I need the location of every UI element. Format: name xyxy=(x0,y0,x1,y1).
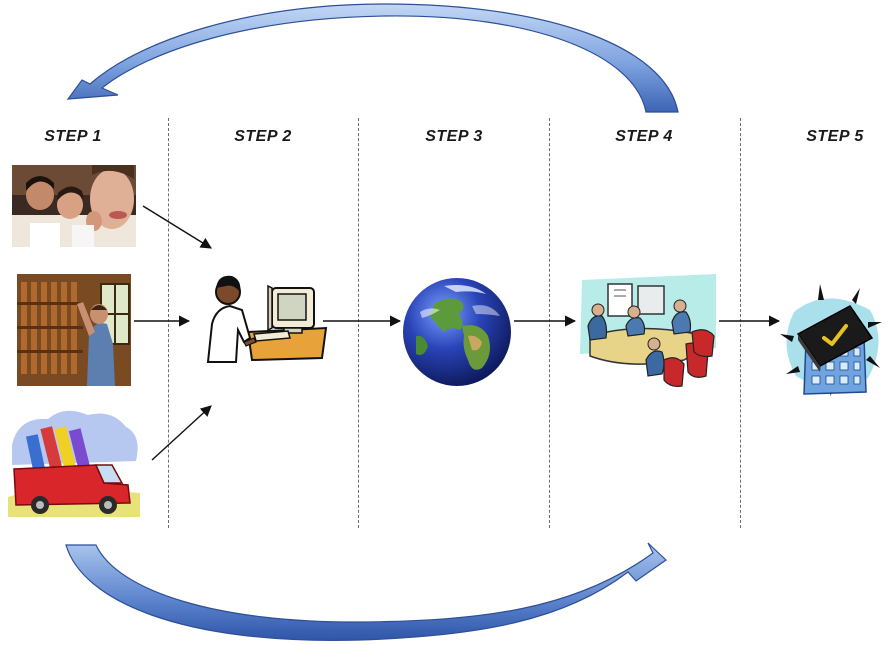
step-1-label: STEP 1 xyxy=(44,128,102,145)
column-divider xyxy=(168,118,169,528)
approved-book-building-icon xyxy=(780,284,882,396)
top-feedback-arrow xyxy=(66,3,679,113)
arrow-step1a-to-step2 xyxy=(142,205,212,249)
step-3-label: STEP 3 xyxy=(425,128,483,145)
step-2-label: STEP 2 xyxy=(234,128,292,145)
column-divider xyxy=(549,118,550,528)
meeting-room-icon xyxy=(580,274,716,387)
column-divider xyxy=(358,118,359,528)
bottom-forward-arrow xyxy=(65,542,667,641)
library-shelves-icon xyxy=(17,274,131,386)
step-5-label: STEP 5 xyxy=(806,128,864,145)
arrow-step1c-to-step2 xyxy=(151,405,212,461)
person-at-computer-icon xyxy=(206,275,328,363)
step-4-label: STEP 4 xyxy=(615,128,673,145)
people-talking-icon xyxy=(12,165,136,247)
column-divider xyxy=(740,118,741,528)
globe-icon xyxy=(403,278,511,386)
book-truck-icon xyxy=(8,405,140,517)
